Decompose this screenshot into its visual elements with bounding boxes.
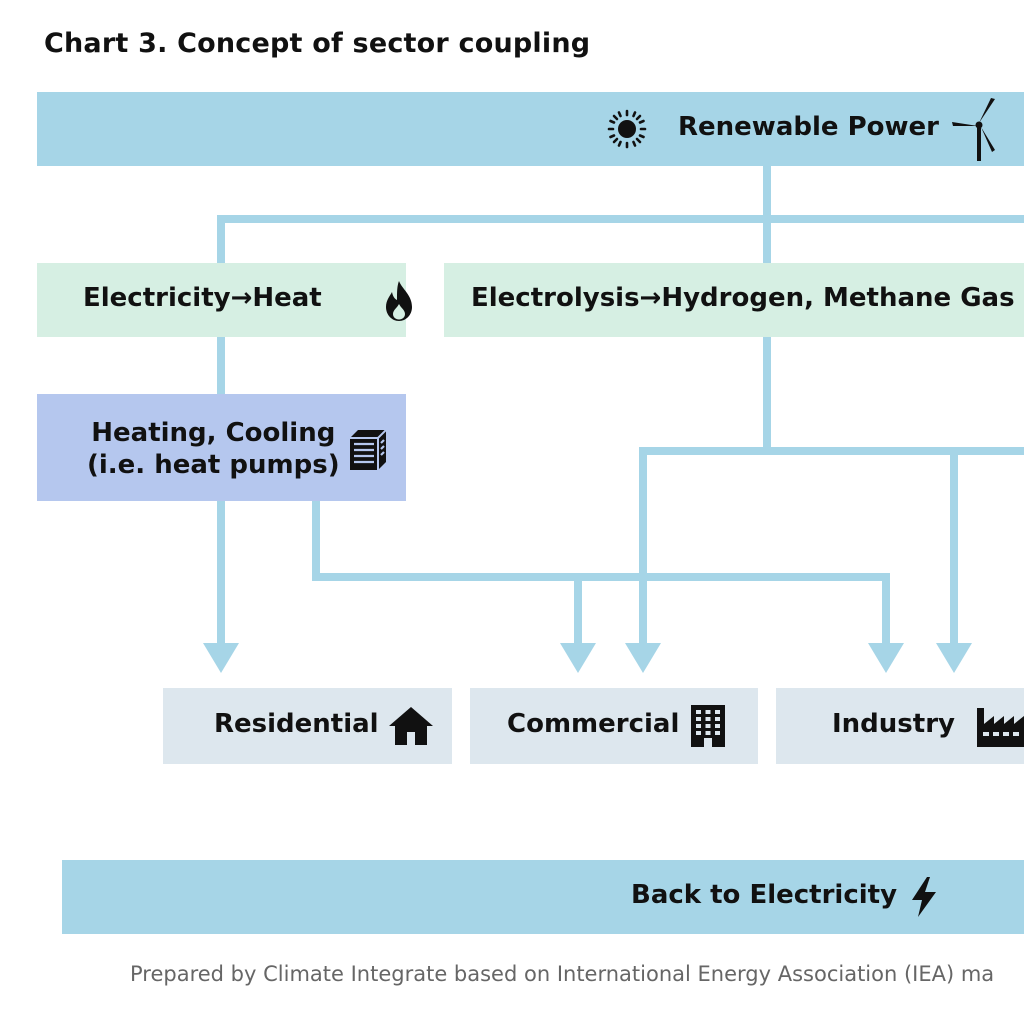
electrolysis-label: Electrolysis→Hydrogen, Methane Gas — [471, 283, 1015, 313]
connector-heating-to-commercial-industry — [312, 501, 890, 645]
office-building-icon — [690, 704, 726, 748]
electricity-to-heat-box: Electricity→Heat — [37, 263, 412, 337]
flame-icon — [382, 280, 416, 322]
industry-label: Industry — [832, 709, 955, 739]
back-to-electricity-label: Back to Electricity — [631, 880, 898, 910]
heating-cooling-line-2: (i.e. heat pumps) — [87, 450, 340, 480]
arrowhead-commercial-gas — [625, 643, 661, 673]
heating-cooling-box: Heating, Cooling (i.e. heat pumps) — [37, 394, 406, 501]
residential-box: Residential — [163, 688, 452, 764]
electrolysis-box: Electrolysis→Hydrogen, Methane Gas — [444, 263, 1024, 337]
renewable-power-label: Renewable Power — [678, 112, 939, 142]
connector-renewable-branch — [217, 215, 1024, 263]
arrowhead-residential — [203, 643, 239, 673]
heat-pump-icon — [348, 428, 388, 472]
renewable-power-box: Renewable Power — [37, 92, 1024, 166]
commercial-label: Commercial — [507, 709, 680, 739]
connector-electrolysis-branch — [639, 447, 1024, 645]
factory-icon — [976, 704, 1024, 748]
arrowhead-industry-gas — [936, 643, 972, 673]
back-to-electricity-box: Back to Electricity — [62, 860, 1024, 934]
heating-cooling-label: Heating, Cooling (i.e. heat pumps) — [87, 417, 340, 481]
heating-cooling-line-1: Heating, Cooling — [91, 418, 336, 448]
sun-icon — [607, 109, 647, 149]
arrowhead-industry-heat — [868, 643, 904, 673]
wind-turbine-icon — [949, 95, 1001, 161]
commercial-box: Commercial — [470, 688, 758, 764]
electricity-to-heat-label: Electricity→Heat — [83, 283, 322, 313]
industry-box: Industry — [776, 688, 1024, 764]
arrowhead-commercial-heat — [560, 643, 596, 673]
source-footnote: Prepared by Climate Integrate based on I… — [130, 962, 995, 986]
house-icon — [388, 706, 434, 746]
lightning-bolt-icon — [910, 876, 938, 918]
residential-label: Residential — [214, 709, 379, 739]
chart-title: Chart 3. Concept of sector coupling — [44, 28, 591, 59]
